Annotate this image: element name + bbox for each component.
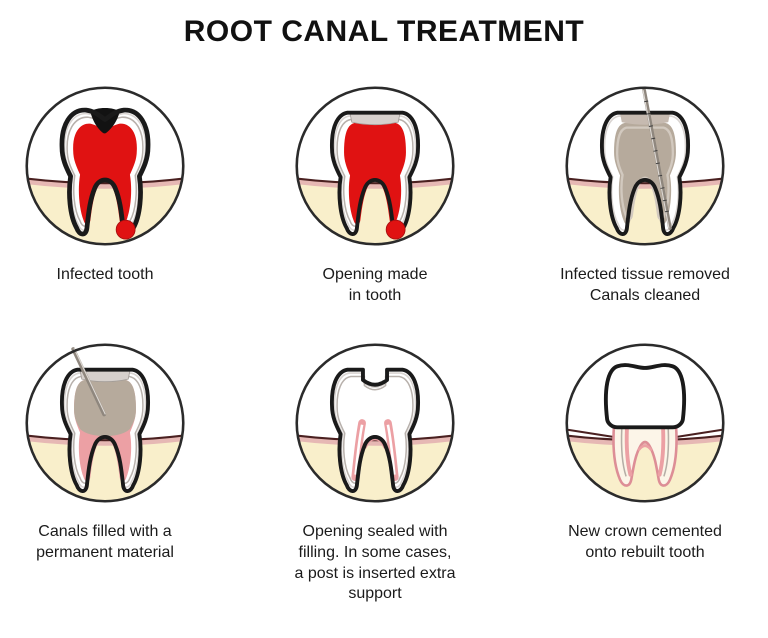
stage-6-new-crown: New crown cemented onto rebuilt tooth (559, 337, 731, 605)
filling-plugger-icon (71, 347, 107, 417)
stage-2-opening-made: Opening made in tooth (289, 80, 461, 331)
stage-caption: Infected tissue removed Canals cleaned (560, 266, 730, 304)
stage-3-tissue-removed: Infected tissue removed Canals cleaned (559, 80, 731, 331)
new-crown-illustration (565, 343, 725, 503)
root-canal-file-icon (642, 88, 672, 230)
stage-caption: Infected tooth (56, 266, 154, 283)
stages-grid: Infected tooth Opening made in tooth (0, 80, 768, 605)
stage-caption: Opening sealed with filling. In some cas… (294, 523, 456, 603)
stage-1-infected-tooth: Infected tooth (19, 80, 191, 331)
opening-made-illustration (295, 86, 455, 246)
stage-5-opening-sealed: Opening sealed with filling. In some cas… (289, 337, 461, 605)
opening-sealed-illustration (295, 343, 455, 503)
stage-caption: Opening made in tooth (322, 266, 428, 304)
infected-tooth-illustration (25, 86, 185, 246)
canals-cleaned-illustration (565, 86, 725, 246)
stage-caption: New crown cemented onto rebuilt tooth (568, 523, 722, 561)
crown-icon (603, 363, 687, 430)
stage-caption: Canals filled with a permanent material (36, 523, 174, 561)
stage-4-canals-filled: Canals filled with a permanent material (19, 337, 191, 605)
page-title: ROOT CANAL TREATMENT (183, 15, 585, 48)
rebuilt-roots (612, 423, 678, 487)
canals-filled-illustration (25, 343, 185, 503)
